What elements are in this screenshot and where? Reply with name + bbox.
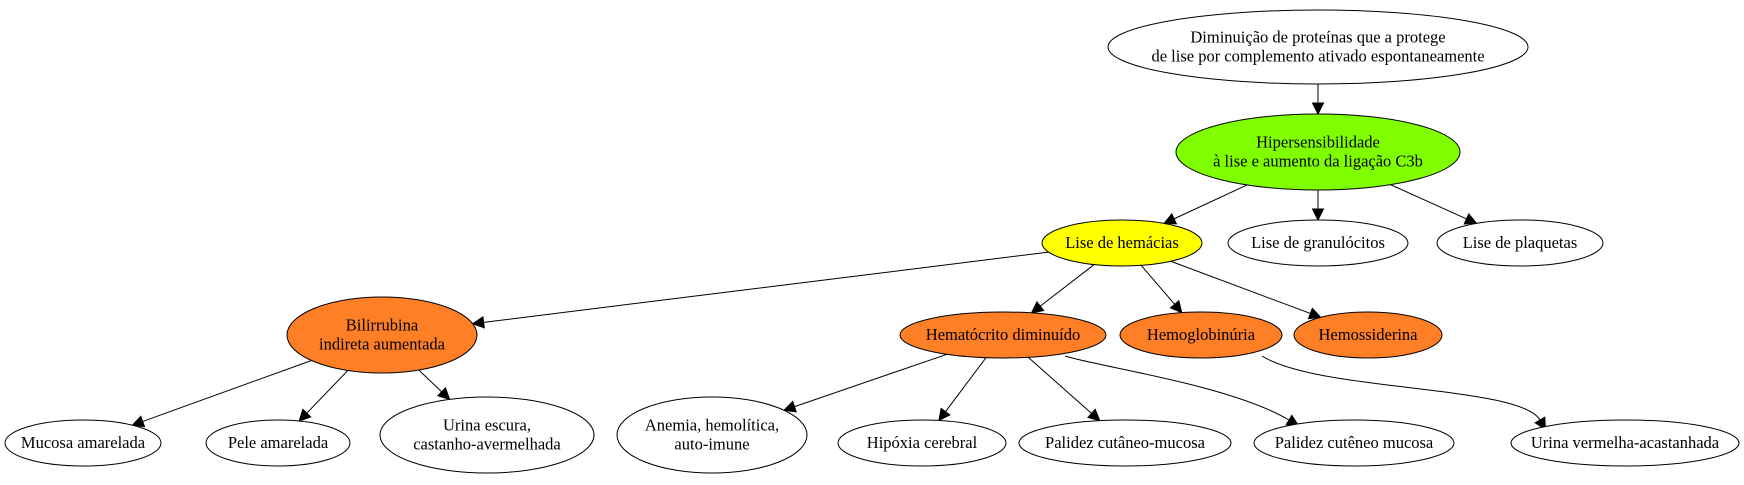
node-label: indireta aumentada [319, 335, 446, 354]
edge-lise_hem-to-hemossiderina [1170, 260, 1322, 320]
node-label: Mucosa amarelada [21, 433, 146, 452]
edge-hemoglobinuria-to-urina_verm [1261, 355, 1547, 431]
edge-hematocrito-to-palidez2 [1064, 355, 1300, 427]
edge-bilirrubina-to-mucosa [131, 359, 312, 428]
node-ellipse [286, 296, 478, 374]
node-ellipse [205, 419, 351, 467]
node-root: Diminuição de proteínas que a protegede … [1107, 9, 1529, 85]
edges-layer [131, 84, 1547, 431]
node-ellipse [616, 396, 808, 474]
node-hematocrito: Hematócrito diminuído [899, 311, 1107, 359]
edge-hematocrito-to-anemia [783, 353, 948, 413]
node-label: Hemoglobinúria [1147, 325, 1256, 344]
node-label: Lise de hemácias [1065, 233, 1179, 252]
node-ellipse [1018, 419, 1232, 467]
node-ellipse [1293, 311, 1443, 359]
node-ellipse [4, 419, 162, 467]
node-label: Lise de granulócitos [1251, 233, 1385, 252]
node-hemossiderina: Hemossiderina [1293, 311, 1443, 359]
node-label: castanho-avermelhada [413, 435, 561, 454]
node-label: Hipóxia cerebral [867, 433, 978, 452]
node-label: Anemia, hemolítica, [645, 416, 779, 435]
node-label: Hemossiderina [1319, 325, 1419, 344]
edge-bilirrubina-to-urina_escura [418, 369, 451, 401]
node-label: Palidez cutâneo-mucosa [1045, 433, 1206, 452]
node-label: Bilirrubina [346, 316, 419, 335]
node-ellipse [379, 396, 595, 474]
node-label: à lise e aumento da ligação C3b [1213, 152, 1423, 171]
node-label: de lise por complemento ativado espontan… [1151, 47, 1484, 66]
node-ellipse [1436, 219, 1604, 267]
node-label: Lise de plaquetas [1463, 233, 1578, 252]
edge-hematocrito-to-hipoxia [938, 357, 987, 422]
node-pele: Pele amarelada [205, 419, 351, 467]
node-urina-verm: Urina vermelha-acastanhada [1510, 419, 1740, 467]
node-palidez1: Palidez cutâneo-mucosa [1018, 419, 1232, 467]
edge-bilirrubina-to-pele [298, 370, 349, 422]
node-urina-escura: Urina escura,castanho-avermelhada [379, 396, 595, 474]
node-label: Palidez cutêneo mucosa [1275, 433, 1434, 452]
node-label: auto-imune [674, 435, 749, 454]
node-lise-hem: Lise de hemácias [1041, 219, 1203, 267]
node-hemoglobinuria: Hemoglobinúria [1119, 311, 1283, 359]
node-label: Urina vermelha-acastanhada [1531, 433, 1720, 452]
node-ellipse [1041, 219, 1203, 267]
edge-hematocrito-to-palidez1 [1027, 356, 1101, 422]
node-lise-gran: Lise de granulócitos [1227, 219, 1409, 267]
node-lise-plaq: Lise de plaquetas [1436, 219, 1604, 267]
edge-lise_hem-to-hematocrito [1030, 264, 1095, 314]
node-ellipse [1510, 419, 1740, 467]
node-palidez2: Palidez cutêneo mucosa [1253, 419, 1455, 467]
node-label: Urina escura, [443, 416, 531, 435]
edge-hyper-to-lise_gran [1311, 190, 1325, 222]
node-label: Diminuição de proteínas que a protege [1190, 28, 1445, 47]
edge-hyper-to-lise_hem [1163, 184, 1248, 225]
edge-lise_hem-to-hemoglobinuria [1140, 265, 1183, 314]
node-ellipse [1175, 113, 1461, 191]
node-anemia: Anemia, hemolítica,auto-imune [616, 396, 808, 474]
node-ellipse [1227, 219, 1409, 267]
node-ellipse [899, 311, 1107, 359]
edge-hyper-to-lise_plaq [1390, 184, 1478, 225]
node-ellipse [1119, 311, 1283, 359]
node-ellipse [1107, 9, 1529, 85]
node-label: Hipersensibilidade [1256, 133, 1380, 152]
edge-root-to-hyper [1311, 84, 1325, 116]
edge-lise_hem-to-bilirrubina [471, 251, 1049, 329]
node-label: Hematócrito diminuído [926, 325, 1080, 344]
node-mucosa: Mucosa amarelada [4, 419, 162, 467]
node-hipoxia: Hipóxia cerebral [837, 419, 1007, 467]
node-ellipse [837, 419, 1007, 467]
nodes-layer: Diminuição de proteínas que a protegede … [4, 9, 1740, 474]
node-label: Pele amarelada [228, 433, 329, 452]
node-ellipse [1253, 419, 1455, 467]
